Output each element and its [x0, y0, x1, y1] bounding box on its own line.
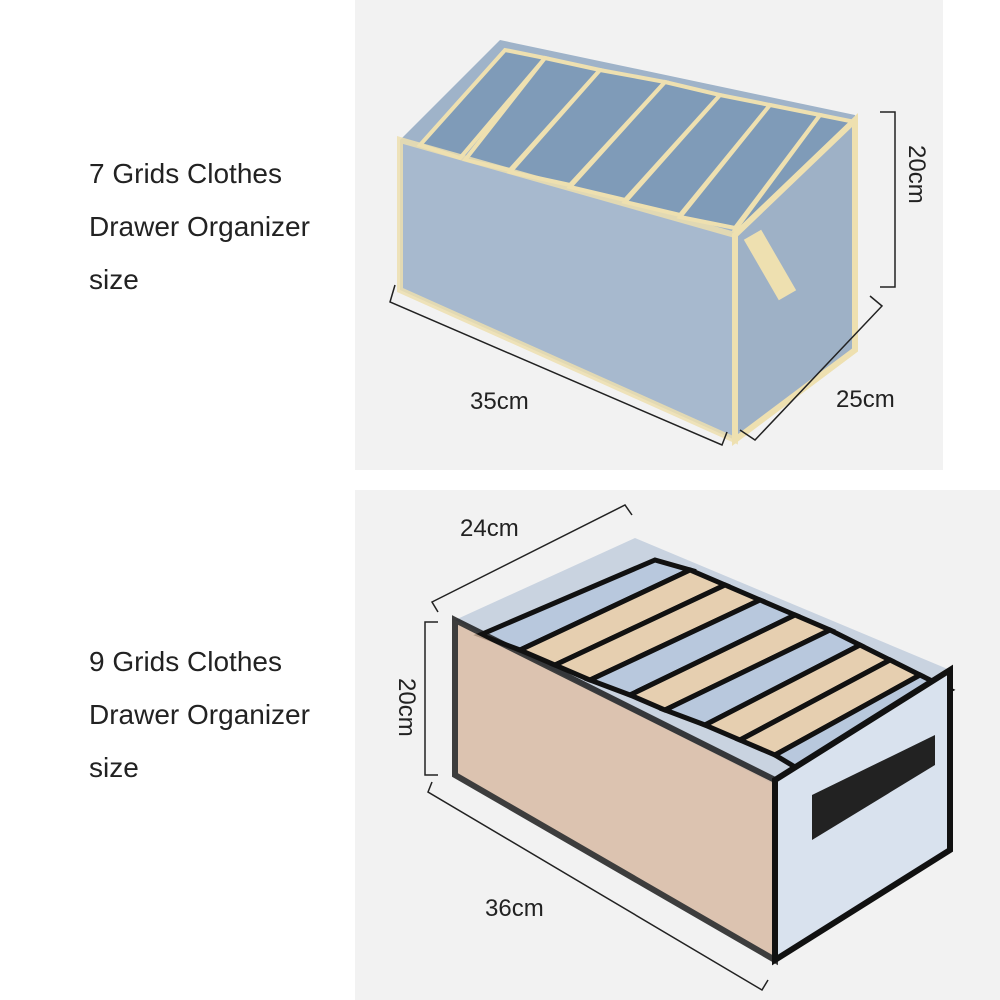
height-label: 20cm: [393, 678, 420, 737]
width-label: 25cm: [836, 386, 895, 413]
title-line: Drawer Organizer: [89, 699, 310, 730]
title-line: size: [89, 264, 139, 295]
title-line: size: [89, 752, 139, 783]
handle: [743, 229, 797, 301]
product-2-title: 9 Grids Clothes Drawer Organizer size: [89, 635, 310, 794]
height-label: 20cm: [903, 145, 930, 204]
length-label: 36cm: [485, 895, 544, 922]
dimension-lines-1: [389, 111, 896, 446]
organizer-9-grid-illustration: [452, 538, 956, 966]
product-1-title: 7 Grids Clothes Drawer Organizer size: [89, 147, 310, 306]
title-line: Drawer Organizer: [89, 211, 310, 242]
width-label: 24cm: [460, 515, 519, 542]
organizer-7-grid-illustration: [397, 40, 858, 446]
handle: [812, 735, 935, 840]
length-label: 35cm: [470, 388, 529, 415]
title-line: 7 Grids Clothes: [89, 158, 282, 189]
dimension-lines-2: [424, 504, 769, 992]
title-line: 9 Grids Clothes: [89, 646, 282, 677]
